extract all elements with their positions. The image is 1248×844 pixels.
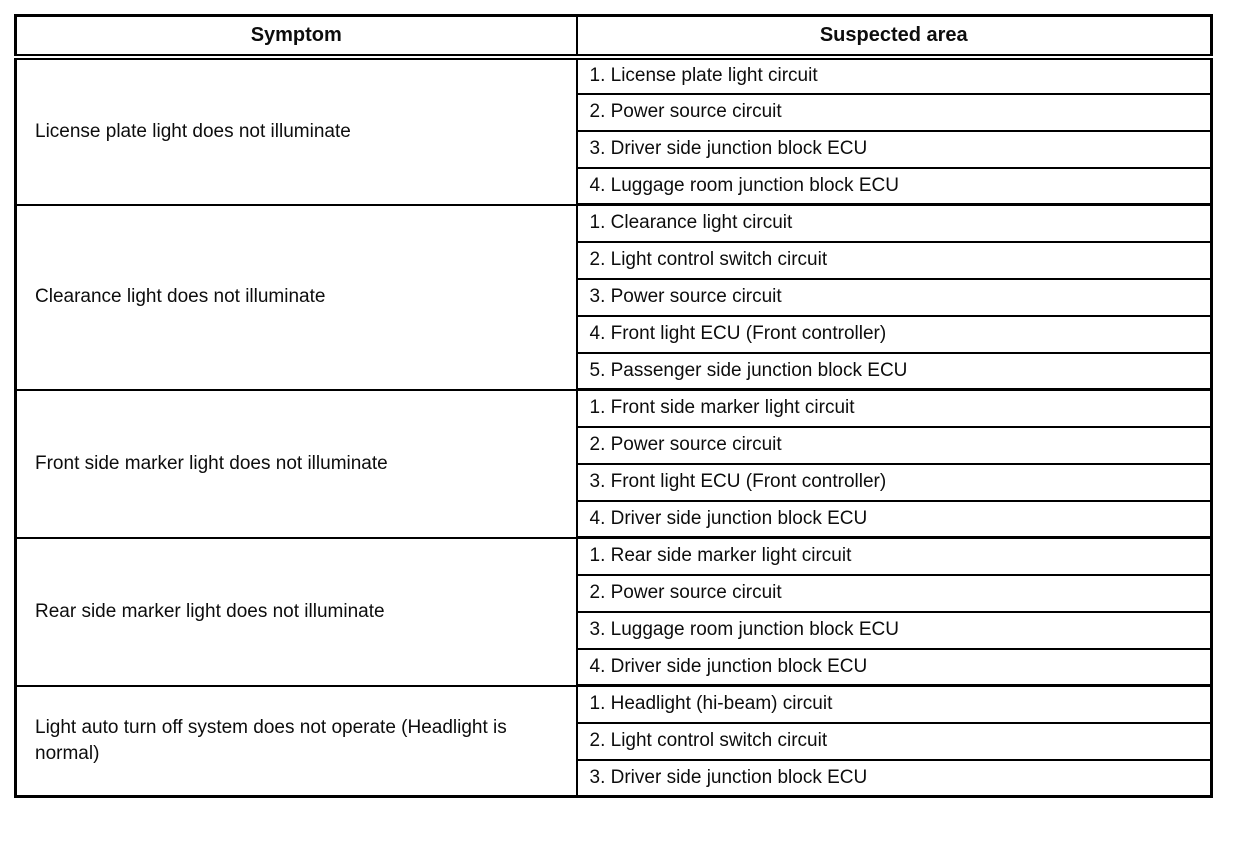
suspected-area-cell: 3. Luggage room junction block ECU xyxy=(575,610,1213,650)
suspected-area-cell: 2. Power source circuit xyxy=(575,425,1213,465)
suspected-area-cell: 3. Front light ECU (Front controller) xyxy=(575,462,1213,502)
table-row: Front side marker light does not illumin… xyxy=(14,388,1213,539)
symptom-cell: Front side marker light does not illumin… xyxy=(14,388,578,539)
table-row: 3. Driver side junction block ECU xyxy=(16,129,1213,169)
suspected-area-cell: 5. Passenger side junction block ECU xyxy=(575,351,1213,391)
suspected-area-cell: 4. Luggage room junction block ECU xyxy=(575,166,1213,206)
suspected-area-cell: 2. Light control switch circuit xyxy=(575,240,1213,280)
suspected-area-cell: 1. Rear side marker light circuit xyxy=(575,536,1213,576)
suspected-area-cell: 4. Front light ECU (Front controller) xyxy=(575,314,1213,354)
table-row: 4. Driver side junction block ECU xyxy=(16,499,1213,539)
table-row: Rear side marker light does not illumina… xyxy=(14,536,1213,687)
table-row: 2. Light control switch circuit xyxy=(16,721,1213,761)
table-row: 2. Power source circuit xyxy=(16,425,1213,465)
symptom-cell: License plate light does not illuminate xyxy=(14,55,578,206)
table-row: 4. Front light ECU (Front controller) xyxy=(16,314,1213,354)
table-row: 3. Luggage room junction block ECU xyxy=(16,610,1213,650)
suspected-area-cell: 1. License plate light circuit xyxy=(575,55,1213,95)
symptom-cell: Light auto turn off system does not oper… xyxy=(14,684,578,798)
symptom-cell: Rear side marker light does not illumina… xyxy=(14,536,578,687)
suspected-area-cell: 4. Driver side junction block ECU xyxy=(575,647,1213,687)
table-row: 5. Passenger side junction block ECU xyxy=(16,351,1213,391)
suspected-area-column-header: Suspected area xyxy=(575,14,1213,60)
suspected-area-cell: 3. Driver side junction block ECU xyxy=(575,129,1213,169)
table-row: Light auto turn off system does not oper… xyxy=(14,684,1213,798)
table-row: 2. Power source circuit xyxy=(16,573,1213,613)
table-row: 4. Luggage room junction block ECU xyxy=(16,166,1213,206)
suspected-area-cell: 2. Power source circuit xyxy=(575,573,1213,613)
table-header: Symptom Suspected area xyxy=(14,14,1213,60)
table-row: 4. Driver side junction block ECU xyxy=(16,647,1213,687)
table-row: 2. Light control switch circuit xyxy=(16,240,1213,280)
suspected-area-cell: 3. Power source circuit xyxy=(575,277,1213,317)
suspected-area-cell: 2. Light control switch circuit xyxy=(575,721,1213,761)
table-row: 2. Power source circuit xyxy=(16,92,1213,132)
suspected-area-cell: 3. Driver side junction block ECU xyxy=(575,758,1213,798)
suspected-area-cell: 4. Driver side junction block ECU xyxy=(575,499,1213,539)
suspected-area-cell: 1. Headlight (hi-beam) circuit xyxy=(575,684,1213,724)
symptom-cell: Clearance light does not illuminate xyxy=(14,203,578,391)
suspected-area-cell: 1. Front side marker light circuit xyxy=(575,388,1213,428)
table-row: 3. Driver side junction block ECU xyxy=(16,758,1213,798)
symptom-troubleshooting-table: Symptom Suspected area License plate lig… xyxy=(14,14,1213,798)
header-row: Symptom Suspected area xyxy=(14,14,1213,60)
table-row: 3. Front light ECU (Front controller) xyxy=(16,462,1213,502)
symptom-table-container: Symptom Suspected area License plate lig… xyxy=(14,14,1213,798)
symptom-column-header: Symptom xyxy=(14,14,578,60)
suspected-area-cell: 1. Clearance light circuit xyxy=(575,203,1213,243)
suspected-area-cell: 2. Power source circuit xyxy=(575,92,1213,132)
table-row: 3. Power source circuit xyxy=(16,277,1213,317)
